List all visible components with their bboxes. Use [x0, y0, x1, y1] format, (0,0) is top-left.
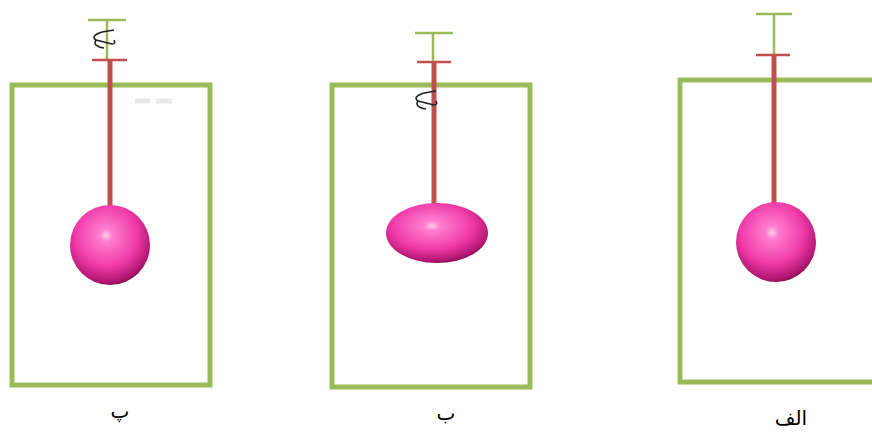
- panel-label: الف: [775, 406, 807, 430]
- rod: [772, 55, 777, 205]
- faint-mark: [135, 99, 150, 104]
- support-wire: [432, 33, 435, 62]
- panel-b: [332, 33, 530, 387]
- ball: [736, 202, 816, 282]
- panel-p: [12, 20, 210, 385]
- panel-label: پ: [111, 399, 130, 423]
- faint-mark: [156, 99, 172, 104]
- container-box: [332, 85, 530, 387]
- rotation-symbol: [94, 30, 115, 48]
- ball: [70, 205, 150, 285]
- flattened-ball: [386, 203, 488, 263]
- rod: [108, 60, 113, 208]
- support-wire: [106, 20, 109, 60]
- panel-alef: [680, 14, 872, 382]
- rotation-symbol: [416, 91, 437, 109]
- rod: [432, 62, 437, 206]
- panel-label: ب: [437, 401, 456, 425]
- support-wire: [773, 14, 776, 55]
